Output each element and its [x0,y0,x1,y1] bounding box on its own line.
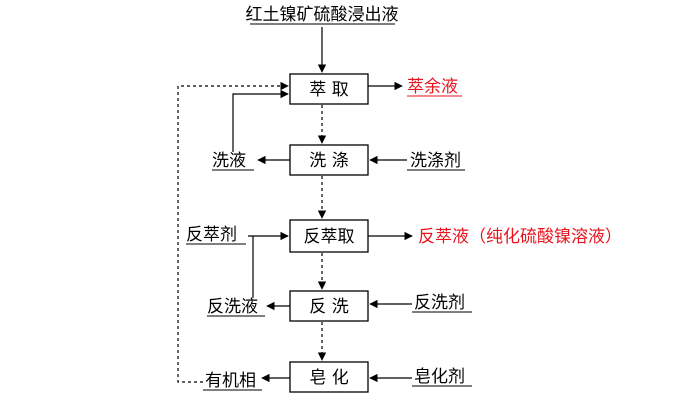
back-washing-label: 反 洗 [309,297,348,317]
back-wash-agent-label: 反洗剂 [414,293,465,313]
wash-recycle-line [232,89,289,152]
source-label: 红土镍矿硫酸浸出液 [246,5,399,25]
strip-agent-label: 反萃剂 [186,225,237,245]
organic-phase-label: 有机相 [205,371,256,391]
extraction-step: 萃 取 [289,73,369,105]
raffinate-label: 萃余液 [407,77,458,97]
back-washing-step: 反 洗 [289,290,369,322]
stripping-step: 反萃取 [289,219,369,253]
extraction-label: 萃 取 [309,80,348,100]
sapon-agent-label: 皂化剂 [414,367,465,387]
saponification-label: 皂 化 [309,368,348,388]
washing-label: 洗 涤 [309,151,348,171]
back-wash-liquid-label: 反洗液 [207,297,258,317]
strip-liquid-label: 反萃液（纯化硫酸镍溶液） [418,227,622,247]
stripping-label: 反萃取 [304,227,355,247]
wash-liquid-label: 洗液 [212,151,246,171]
saponification-step: 皂 化 [289,361,369,393]
wash-agent-label: 洗涤剂 [410,151,461,171]
washing-step: 洗 涤 [289,144,369,176]
organic-recycle-line [177,81,289,383]
